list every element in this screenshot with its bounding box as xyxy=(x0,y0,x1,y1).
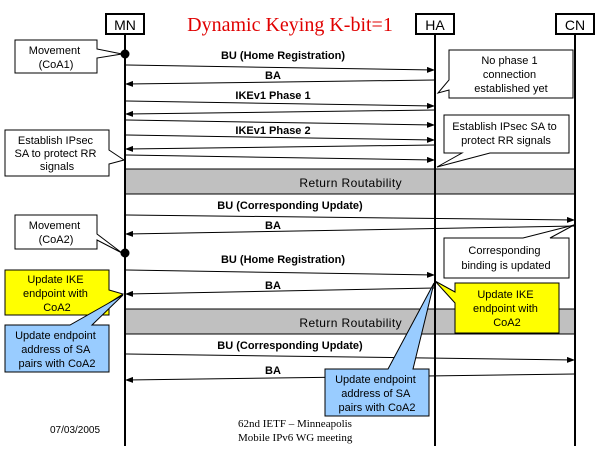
message-label: BA xyxy=(265,365,281,377)
message-bu-home-registration-1: BU (Home Registration) xyxy=(124,50,435,73)
message-ikev1-phase2-c xyxy=(124,154,435,163)
return-routability-label: Return Routability xyxy=(299,316,402,330)
callout-establish-ipsec-right: Establish IPsec SA to protect RR signals xyxy=(436,114,570,168)
slide-title: Dynamic Keying K-bit=1 xyxy=(187,14,393,36)
callout-text-line: Update IKE xyxy=(27,274,83,286)
movement-dot-coa1 xyxy=(120,49,130,59)
callout-text-line: No phase 1 xyxy=(481,55,537,67)
callout-text-line: endpoint with xyxy=(23,288,88,300)
callout-text-line: Establish IPsec xyxy=(18,135,94,147)
callout-text-line: pairs with CoA2 xyxy=(338,402,415,414)
callout-text-line: signals xyxy=(40,161,75,173)
footer-event-line2: Mobile IPv6 WG meeting xyxy=(238,432,353,444)
message-arrow xyxy=(124,64,435,73)
entity-cn-label: CN xyxy=(565,17,585,33)
svg-text:Update endpoint address: Update endpoint address of SA pairs with… xyxy=(15,330,99,370)
callout-movement-coa2: Movement (CoA2) xyxy=(14,214,123,254)
callout-binding-updated: Corresponding binding is updated xyxy=(443,224,575,279)
message-arrow xyxy=(125,109,436,117)
message-arrow xyxy=(124,154,435,163)
return-routability-label: Return Routability xyxy=(299,176,402,190)
message-bu-corresponding-update-1: BU (Corresponding Update) xyxy=(124,200,575,223)
callout-update-sa-right: Update endpoint address of SA pairs with… xyxy=(324,282,435,417)
entity-cn: CN xyxy=(555,13,595,35)
callout-update-sa-left: Update endpoint address of SA pairs with… xyxy=(4,294,124,373)
svg-text:Movement (CoA2): Movement (CoA2) xyxy=(29,220,83,246)
message-arrow xyxy=(125,144,436,152)
message-arrow xyxy=(125,79,436,87)
message-ikev1-phase1-c xyxy=(124,119,435,128)
message-label: IKEv1 Phase 1 xyxy=(235,90,310,102)
svg-text:Corresponding binding is: Corresponding binding is updated xyxy=(461,245,550,272)
callout-text-line: established yet xyxy=(474,83,547,95)
message-ba-3: BA xyxy=(125,280,436,297)
svg-text:Update IKE endpoint with: Update IKE endpoint with CoA2 xyxy=(473,289,541,329)
movement-dot-coa2 xyxy=(120,248,130,258)
message-label: BA xyxy=(265,220,281,232)
callout-text-line: Update endpoint xyxy=(335,374,416,386)
entity-ha-label: HA xyxy=(425,17,445,33)
callout-establish-ipsec-left: Establish IPsec SA to protect RR signals xyxy=(4,129,126,177)
footer-event-line1: 62nd IETF – Minneapolis xyxy=(238,418,352,430)
message-ikev1-phase2-a: IKEv1 Phase 2 xyxy=(124,125,435,143)
callout-update-ike-right: Update IKE endpoint with CoA2 xyxy=(434,280,560,334)
entity-mn-label: MN xyxy=(114,17,136,33)
message-arrow xyxy=(125,287,436,297)
message-arrow xyxy=(124,119,435,128)
callout-text-line: binding is updated xyxy=(461,260,550,272)
message-ikev1-phase1-a: IKEv1 Phase 1 xyxy=(124,90,435,109)
callout-text-line: Corresponding xyxy=(468,245,540,257)
callout-text-line: address of SA xyxy=(21,344,91,356)
message-bu-home-registration-2: BU (Home Registration) xyxy=(124,254,435,278)
callout-text-line: protect RR signals xyxy=(461,135,551,147)
callout-text-line: Establish IPsec SA to xyxy=(452,121,557,133)
callout-text-line: CoA2 xyxy=(43,302,71,314)
message-label: IKEv1 Phase 2 xyxy=(235,125,310,137)
message-ba-1: BA xyxy=(125,70,436,87)
message-label: BU (Home Registration) xyxy=(221,50,345,62)
callout-text-line: CoA2 xyxy=(493,317,521,329)
svg-text:No phase 1 connection: No phase 1 connection established yet xyxy=(474,55,547,95)
return-routability-bar-1: Return Routability xyxy=(124,168,576,195)
message-arrow xyxy=(124,353,575,363)
message-ikev1-phase1-b xyxy=(125,109,436,117)
callout-update-ike-left: Update IKE endpoint with CoA2 xyxy=(4,269,125,316)
message-label: BU (Corresponding Update) xyxy=(217,200,363,212)
callout-text-line: (CoA2) xyxy=(39,234,74,246)
callout-text-line: pairs with CoA2 xyxy=(18,358,95,370)
message-arrow xyxy=(125,225,576,237)
message-label: BA xyxy=(265,280,281,292)
message-label: BA xyxy=(265,70,281,82)
message-bu-corresponding-update-2: BU (Corresponding Update) xyxy=(124,340,575,363)
svg-text:Update endpoint address: Update endpoint address of SA pairs with… xyxy=(335,374,419,414)
callout-text-line: connection xyxy=(483,69,536,81)
svg-text:Establish IPsec SA to pr: Establish IPsec SA to protect RR signals xyxy=(452,121,560,147)
message-label: BU (Home Registration) xyxy=(221,254,345,266)
svg-text:Update IKE endpoint with: Update IKE endpoint with CoA2 xyxy=(23,274,91,314)
entity-ha: HA xyxy=(415,13,455,35)
entity-mn: MN xyxy=(105,13,145,35)
message-ikev1-phase2-b xyxy=(125,144,436,152)
message-arrow xyxy=(124,214,575,223)
callout-text-line: endpoint with xyxy=(473,303,538,315)
footer-date: 07/03/2005 xyxy=(50,425,100,436)
callout-movement-coa1: Movement (CoA1) xyxy=(14,39,123,74)
callout-text-line: Update IKE xyxy=(477,289,533,301)
message-label: BU (Corresponding Update) xyxy=(217,340,363,352)
callout-no-phase1: No phase 1 connection established yet xyxy=(436,49,574,99)
callout-text-line: (CoA1) xyxy=(39,59,74,71)
message-ba-2: BA xyxy=(125,220,576,237)
callout-text-line: Update endpoint xyxy=(15,330,96,342)
svg-text:Establish IPsec SA to pr: Establish IPsec SA to protect RR signals xyxy=(15,135,100,173)
callout-text-line: Movement xyxy=(29,45,80,57)
message-arrow xyxy=(124,100,435,109)
svg-text:Movement (CoA1): Movement (CoA1) xyxy=(29,45,83,71)
callout-text-line: SA to protect RR xyxy=(15,148,97,160)
callout-text-line: Movement xyxy=(29,220,80,232)
message-arrow xyxy=(124,134,435,143)
callout-text-line: address of SA xyxy=(341,388,411,400)
message-arrow xyxy=(124,269,435,278)
